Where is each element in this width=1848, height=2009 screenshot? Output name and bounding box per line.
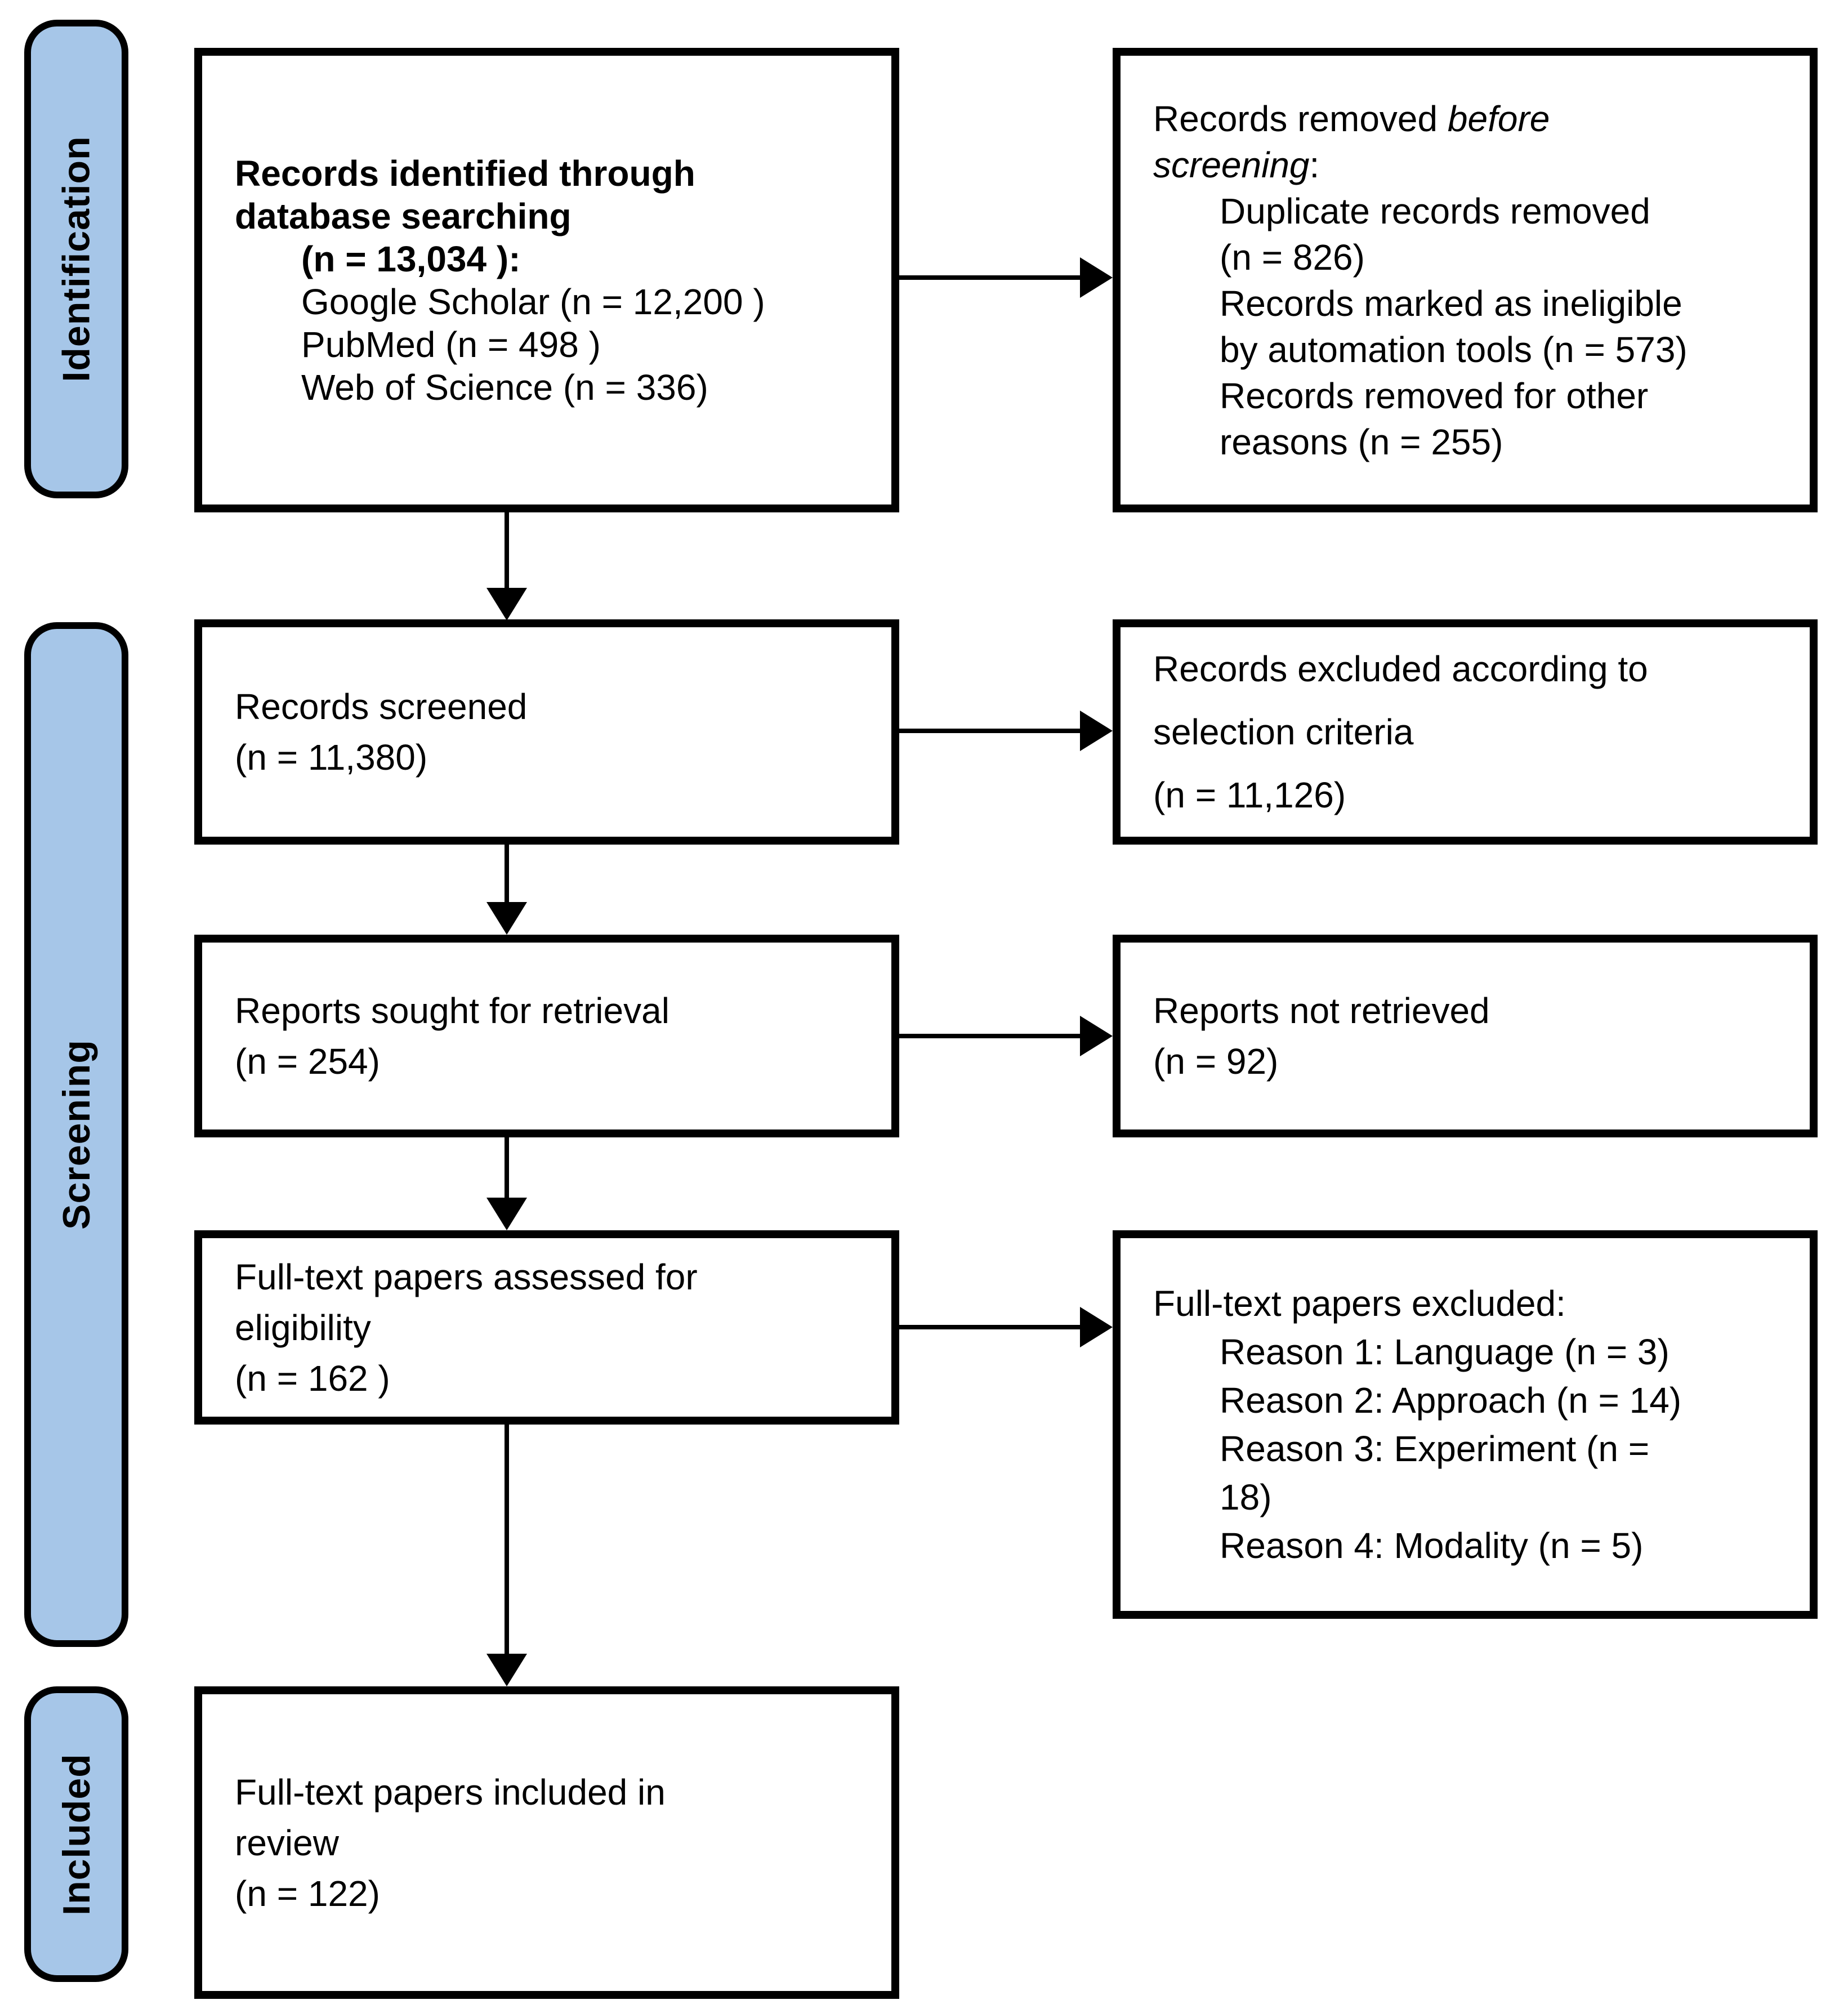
fulltext-assessed-line2: eligibility — [235, 1307, 371, 1348]
fulltext-excluded-reason-3-line2: 18) — [1220, 1477, 1272, 1517]
arrow-shaft — [899, 1325, 1082, 1329]
reports-not-retrieved-line1: Reports not retrieved — [1153, 990, 1490, 1031]
records-identified-source-google-scholar: Google Scholar (n = 12,200 ) — [301, 281, 765, 322]
box-records-screened: Records screened (n = 11,380) — [194, 619, 899, 845]
records-identified-count: (n = 13,034 ): — [301, 238, 521, 279]
fulltext-included-line2: review — [235, 1822, 339, 1863]
records-removed-item-duplicates-line2: (n = 826) — [1220, 236, 1365, 278]
box-fulltext-included: Full-text papers included in review (n =… — [194, 1686, 899, 1999]
records-removed-item-automation-line2: by automation tools (n = 573) — [1220, 329, 1688, 370]
arrow-shaft — [505, 843, 509, 904]
arrow-head-down-icon — [486, 902, 527, 935]
box-records-excluded: Records excluded according to selection … — [1113, 619, 1818, 845]
records-excluded-line1: Records excluded according to — [1153, 649, 1648, 689]
reports-not-retrieved-count: (n = 92) — [1153, 1041, 1279, 1082]
box-records-removed-before-screening: Records removed before screening: Duplic… — [1113, 48, 1818, 512]
fulltext-excluded-title: Full-text papers excluded: — [1153, 1283, 1566, 1324]
fulltext-excluded-reason-3-line1: Reason 3: Experiment (n = — [1220, 1428, 1650, 1469]
arrow-shaft — [899, 1034, 1082, 1038]
records-removed-item-duplicates-line1: Duplicate records removed — [1220, 190, 1650, 231]
arrow-head-down-icon — [486, 1198, 527, 1230]
arrow-head-down-icon — [486, 588, 527, 620]
records-identified-source-pubmed: PubMed (n = 498 ) — [301, 324, 601, 365]
fulltext-excluded-reason-2: Reason 2: Approach (n = 14) — [1220, 1380, 1682, 1421]
stage-band-identification: Identification — [24, 20, 128, 498]
box-fulltext-assessed: Full-text papers assessed for eligibilit… — [194, 1230, 899, 1425]
reports-sought-count: (n = 254) — [235, 1041, 380, 1082]
arrow-shaft — [899, 729, 1082, 733]
fulltext-assessed-line1: Full-text papers assessed for — [235, 1256, 698, 1297]
records-removed-title-regular: Records removed — [1153, 98, 1448, 139]
fulltext-excluded-reason-1: Reason 1: Language (n = 3) — [1220, 1332, 1670, 1372]
records-screened-line1: Records screened — [235, 686, 528, 727]
records-identified-source-web-of-science: Web of Science (n = 336) — [301, 367, 708, 408]
arrow-head-right-icon — [1080, 1016, 1113, 1056]
arrow-head-right-icon — [1080, 1307, 1113, 1347]
stage-label-identification: Identification — [55, 136, 98, 382]
arrow-head-right-icon — [1080, 711, 1113, 751]
records-screened-count: (n = 11,380) — [235, 737, 428, 778]
records-identified-title-line1: Records identified through — [235, 153, 695, 194]
records-removed-item-other-line2: reasons (n = 255) — [1220, 421, 1503, 462]
records-excluded-count: (n = 11,126) — [1153, 775, 1346, 815]
box-records-identified: Records identified through database sear… — [194, 48, 899, 512]
arrow-shaft — [505, 1136, 509, 1199]
arrow-head-right-icon — [1080, 257, 1113, 298]
arrow-head-down-icon — [486, 1654, 527, 1686]
records-removed-title-line1: Records removed before — [1153, 96, 1794, 142]
reports-sought-line1: Reports sought for retrieval — [235, 990, 669, 1031]
stage-band-screening: Screening — [24, 622, 128, 1647]
box-reports-not-retrieved: Reports not retrieved (n = 92) — [1113, 935, 1818, 1137]
fulltext-assessed-count: (n = 162 ) — [235, 1358, 390, 1399]
records-removed-item-automation-line1: Records marked as ineligible — [1220, 283, 1682, 324]
arrow-shaft — [505, 511, 509, 590]
records-removed-item-other-line1: Records removed for other — [1220, 375, 1649, 416]
fulltext-included-count: (n = 122) — [235, 1873, 380, 1914]
records-removed-title-italic2: screening — [1153, 144, 1310, 185]
fulltext-excluded-reason-4: Reason 4: Modality (n = 5) — [1220, 1525, 1644, 1566]
stage-label-included: Included — [55, 1753, 98, 1916]
stage-band-included: Included — [24, 1686, 128, 1982]
box-reports-sought: Reports sought for retrieval (n = 254) — [194, 935, 899, 1137]
records-removed-title-line2: screening: — [1153, 142, 1794, 188]
fulltext-included-line1: Full-text papers included in — [235, 1771, 666, 1812]
records-excluded-line2: selection criteria — [1153, 712, 1414, 752]
box-fulltext-excluded: Full-text papers excluded: Reason 1: Lan… — [1113, 1230, 1818, 1619]
arrow-shaft — [505, 1423, 509, 1655]
records-removed-title-italic1: before — [1447, 98, 1550, 139]
records-removed-title-colon: : — [1309, 144, 1320, 185]
stage-label-screening: Screening — [55, 1039, 98, 1230]
arrow-shaft — [899, 275, 1082, 280]
records-identified-title-line2: database searching — [235, 195, 572, 236]
